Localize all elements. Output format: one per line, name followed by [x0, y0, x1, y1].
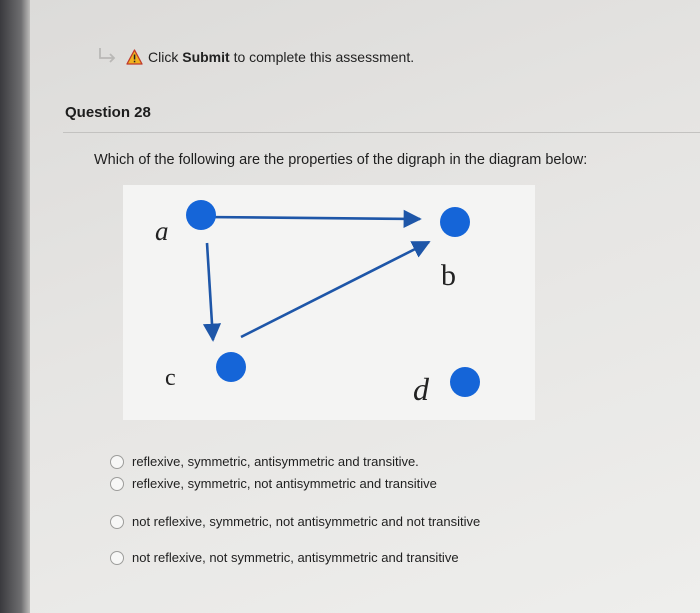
node-d: [450, 367, 480, 397]
assessment-page: Click Submit to complete this assessment…: [30, 0, 700, 613]
node-a: [186, 200, 216, 230]
label-b: b: [441, 259, 456, 292]
edge-c-b: [240, 240, 431, 339]
edge-a-c: [202, 242, 222, 342]
node-c: [216, 352, 246, 382]
submit-emphasis: Submit: [182, 49, 230, 65]
digraph-svg: a b c d: [155, 200, 480, 407]
radio-button-3[interactable]: [110, 514, 124, 529]
answer-option-4[interactable]: not reflexive, not symmetric, antisymmet…: [110, 550, 459, 565]
answer-option-2[interactable]: reflexive, symmetric, not antisymmetric …: [110, 476, 437, 491]
answer-option-2-label: reflexive, symmetric, not antisymmetric …: [132, 476, 437, 491]
answer-option-4-label: not reflexive, not symmetric, antisymmet…: [132, 550, 459, 565]
submit-notice: Click Submit to complete this assessment…: [96, 46, 414, 68]
warning-icon: [126, 49, 143, 65]
answer-option-1[interactable]: reflexive, symmetric, antisymmetric and …: [110, 454, 419, 469]
node-b: [440, 207, 470, 237]
digraph-diagram: a b c d: [123, 185, 535, 420]
answer-option-3[interactable]: not reflexive, symmetric, not antisymmet…: [110, 514, 480, 529]
label-c: c: [165, 365, 176, 391]
radio-button-2[interactable]: [110, 476, 124, 491]
question-title: Question 28: [65, 104, 151, 121]
radio-button-1[interactable]: [110, 454, 124, 469]
radio-button-4[interactable]: [110, 550, 124, 565]
notice-text-suffix: to complete this assessment.: [229, 49, 415, 65]
answer-option-1-label: reflexive, symmetric, antisymmetric and …: [132, 454, 419, 469]
answer-option-3-label: not reflexive, symmetric, not antisymmet…: [132, 514, 481, 529]
label-d: d: [413, 371, 430, 407]
photo-edge: [0, 0, 30, 613]
return-arrow-icon: [99, 48, 116, 63]
question-header: Question 28: [63, 94, 700, 133]
label-a: a: [155, 216, 169, 246]
edge-a-b: [202, 209, 422, 228]
notice-text-prefix: Click: [148, 49, 183, 65]
question-prompt: Which of the following are the propertie…: [94, 152, 588, 168]
